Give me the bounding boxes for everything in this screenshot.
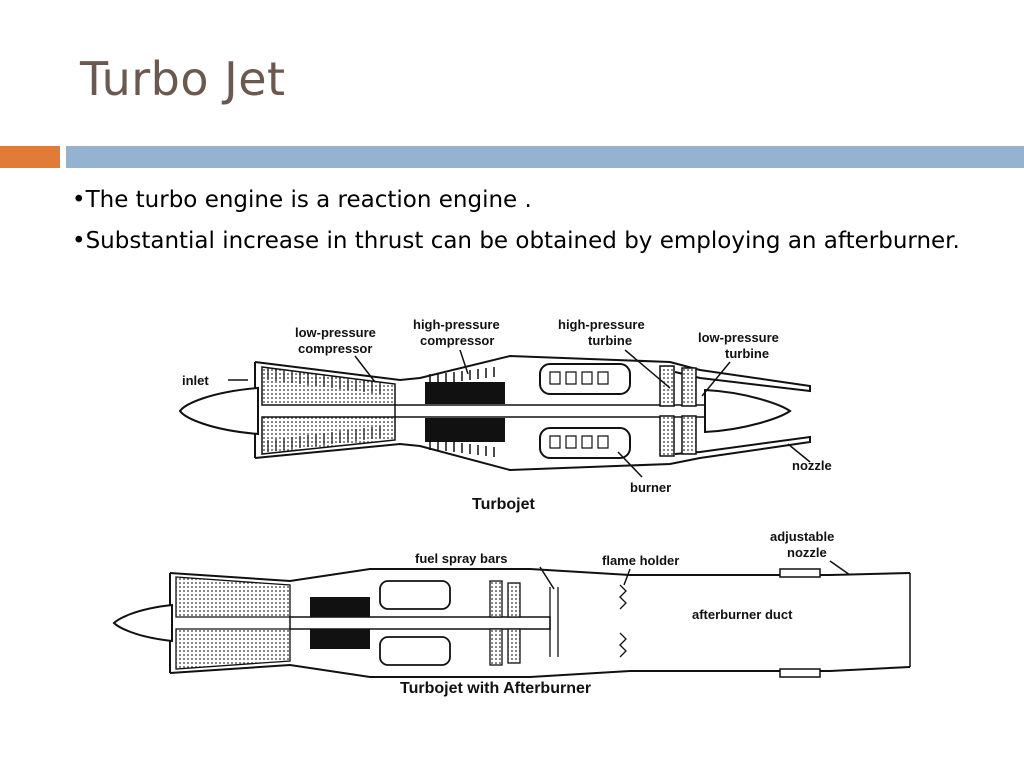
turbojet-diagram: low-pressure compressor high-pressure co… <box>178 317 832 513</box>
label-low-pressure-compressor-2: compressor <box>298 341 372 356</box>
turbine-stage <box>489 580 503 618</box>
high-pressure-compressor <box>310 629 370 649</box>
high-pressure-compressor <box>425 418 505 442</box>
low-pressure-compressor-blades <box>261 416 396 455</box>
inlet-cone <box>112 603 173 643</box>
high-pressure-compressor <box>425 382 505 404</box>
high-pressure-turbine <box>659 415 675 457</box>
engine-shaft <box>289 616 551 630</box>
label-burner: burner <box>630 480 671 495</box>
inlet-cone <box>178 386 259 436</box>
label-low-pressure-turbine-1: low-pressure <box>698 330 779 345</box>
label-high-pressure-compressor-2: compressor <box>420 333 494 348</box>
bullet-list: •The turbo engine is a reaction engine .… <box>72 180 972 262</box>
label-adjustable-nozzle-2: nozzle <box>787 545 827 560</box>
low-pressure-turbine <box>681 415 697 455</box>
exhaust-cone <box>704 388 792 434</box>
low-pressure-turbine <box>681 367 697 407</box>
accent-bar-orange <box>0 146 60 168</box>
label-high-pressure-turbine-1: high-pressure <box>558 317 645 332</box>
label-fuel-spray-bars: fuel spray bars <box>415 551 508 566</box>
turbine-stage <box>489 628 503 666</box>
combustion-chamber-bottom <box>379 636 451 666</box>
engine-casing <box>169 568 911 678</box>
accent-bar-blue <box>66 146 1024 168</box>
slide-title: Turbo Jet <box>80 52 286 106</box>
combustion-chamber-bottom <box>539 427 631 459</box>
adjustable-nozzle <box>779 568 821 578</box>
low-pressure-compressor-blades <box>261 366 396 406</box>
label-nozzle: nozzle <box>792 458 832 473</box>
fuel-spray-bars <box>549 587 559 657</box>
label-high-pressure-turbine-2: turbine <box>588 333 632 348</box>
engine-casing <box>254 354 811 472</box>
caption-turbojet-afterburner: Turbojet with Afterburner <box>400 680 591 697</box>
bullet-item: •The turbo engine is a reaction engine . <box>72 187 532 213</box>
label-flame-holder: flame holder <box>602 553 679 568</box>
low-pressure-compressor-blades <box>175 628 291 670</box>
label-afterburner-duct: afterburner duct <box>692 607 793 622</box>
label-low-pressure-compressor-1: low-pressure <box>295 325 376 340</box>
bullet-item: •Substantial increase in thrust can be o… <box>72 228 960 254</box>
combustion-chamber-top <box>379 580 451 610</box>
flame-holder <box>619 584 627 658</box>
label-adjustable-nozzle-1: adjustable <box>770 529 834 544</box>
turbine-stage <box>507 582 521 618</box>
label-low-pressure-turbine-2: turbine <box>725 346 769 361</box>
adjustable-nozzle <box>779 668 821 678</box>
turbine-stage <box>507 628 521 664</box>
engine-shaft <box>394 404 706 418</box>
afterburner-diagram: fuel spray bars flame holder adjustable … <box>112 529 911 697</box>
label-inlet: inlet <box>182 373 209 388</box>
high-pressure-compressor <box>310 597 370 617</box>
low-pressure-compressor-blades <box>175 576 291 618</box>
caption-turbojet: Turbojet <box>472 496 535 513</box>
label-high-pressure-compressor-1: high-pressure <box>413 317 500 332</box>
combustion-chamber-top <box>539 363 631 395</box>
